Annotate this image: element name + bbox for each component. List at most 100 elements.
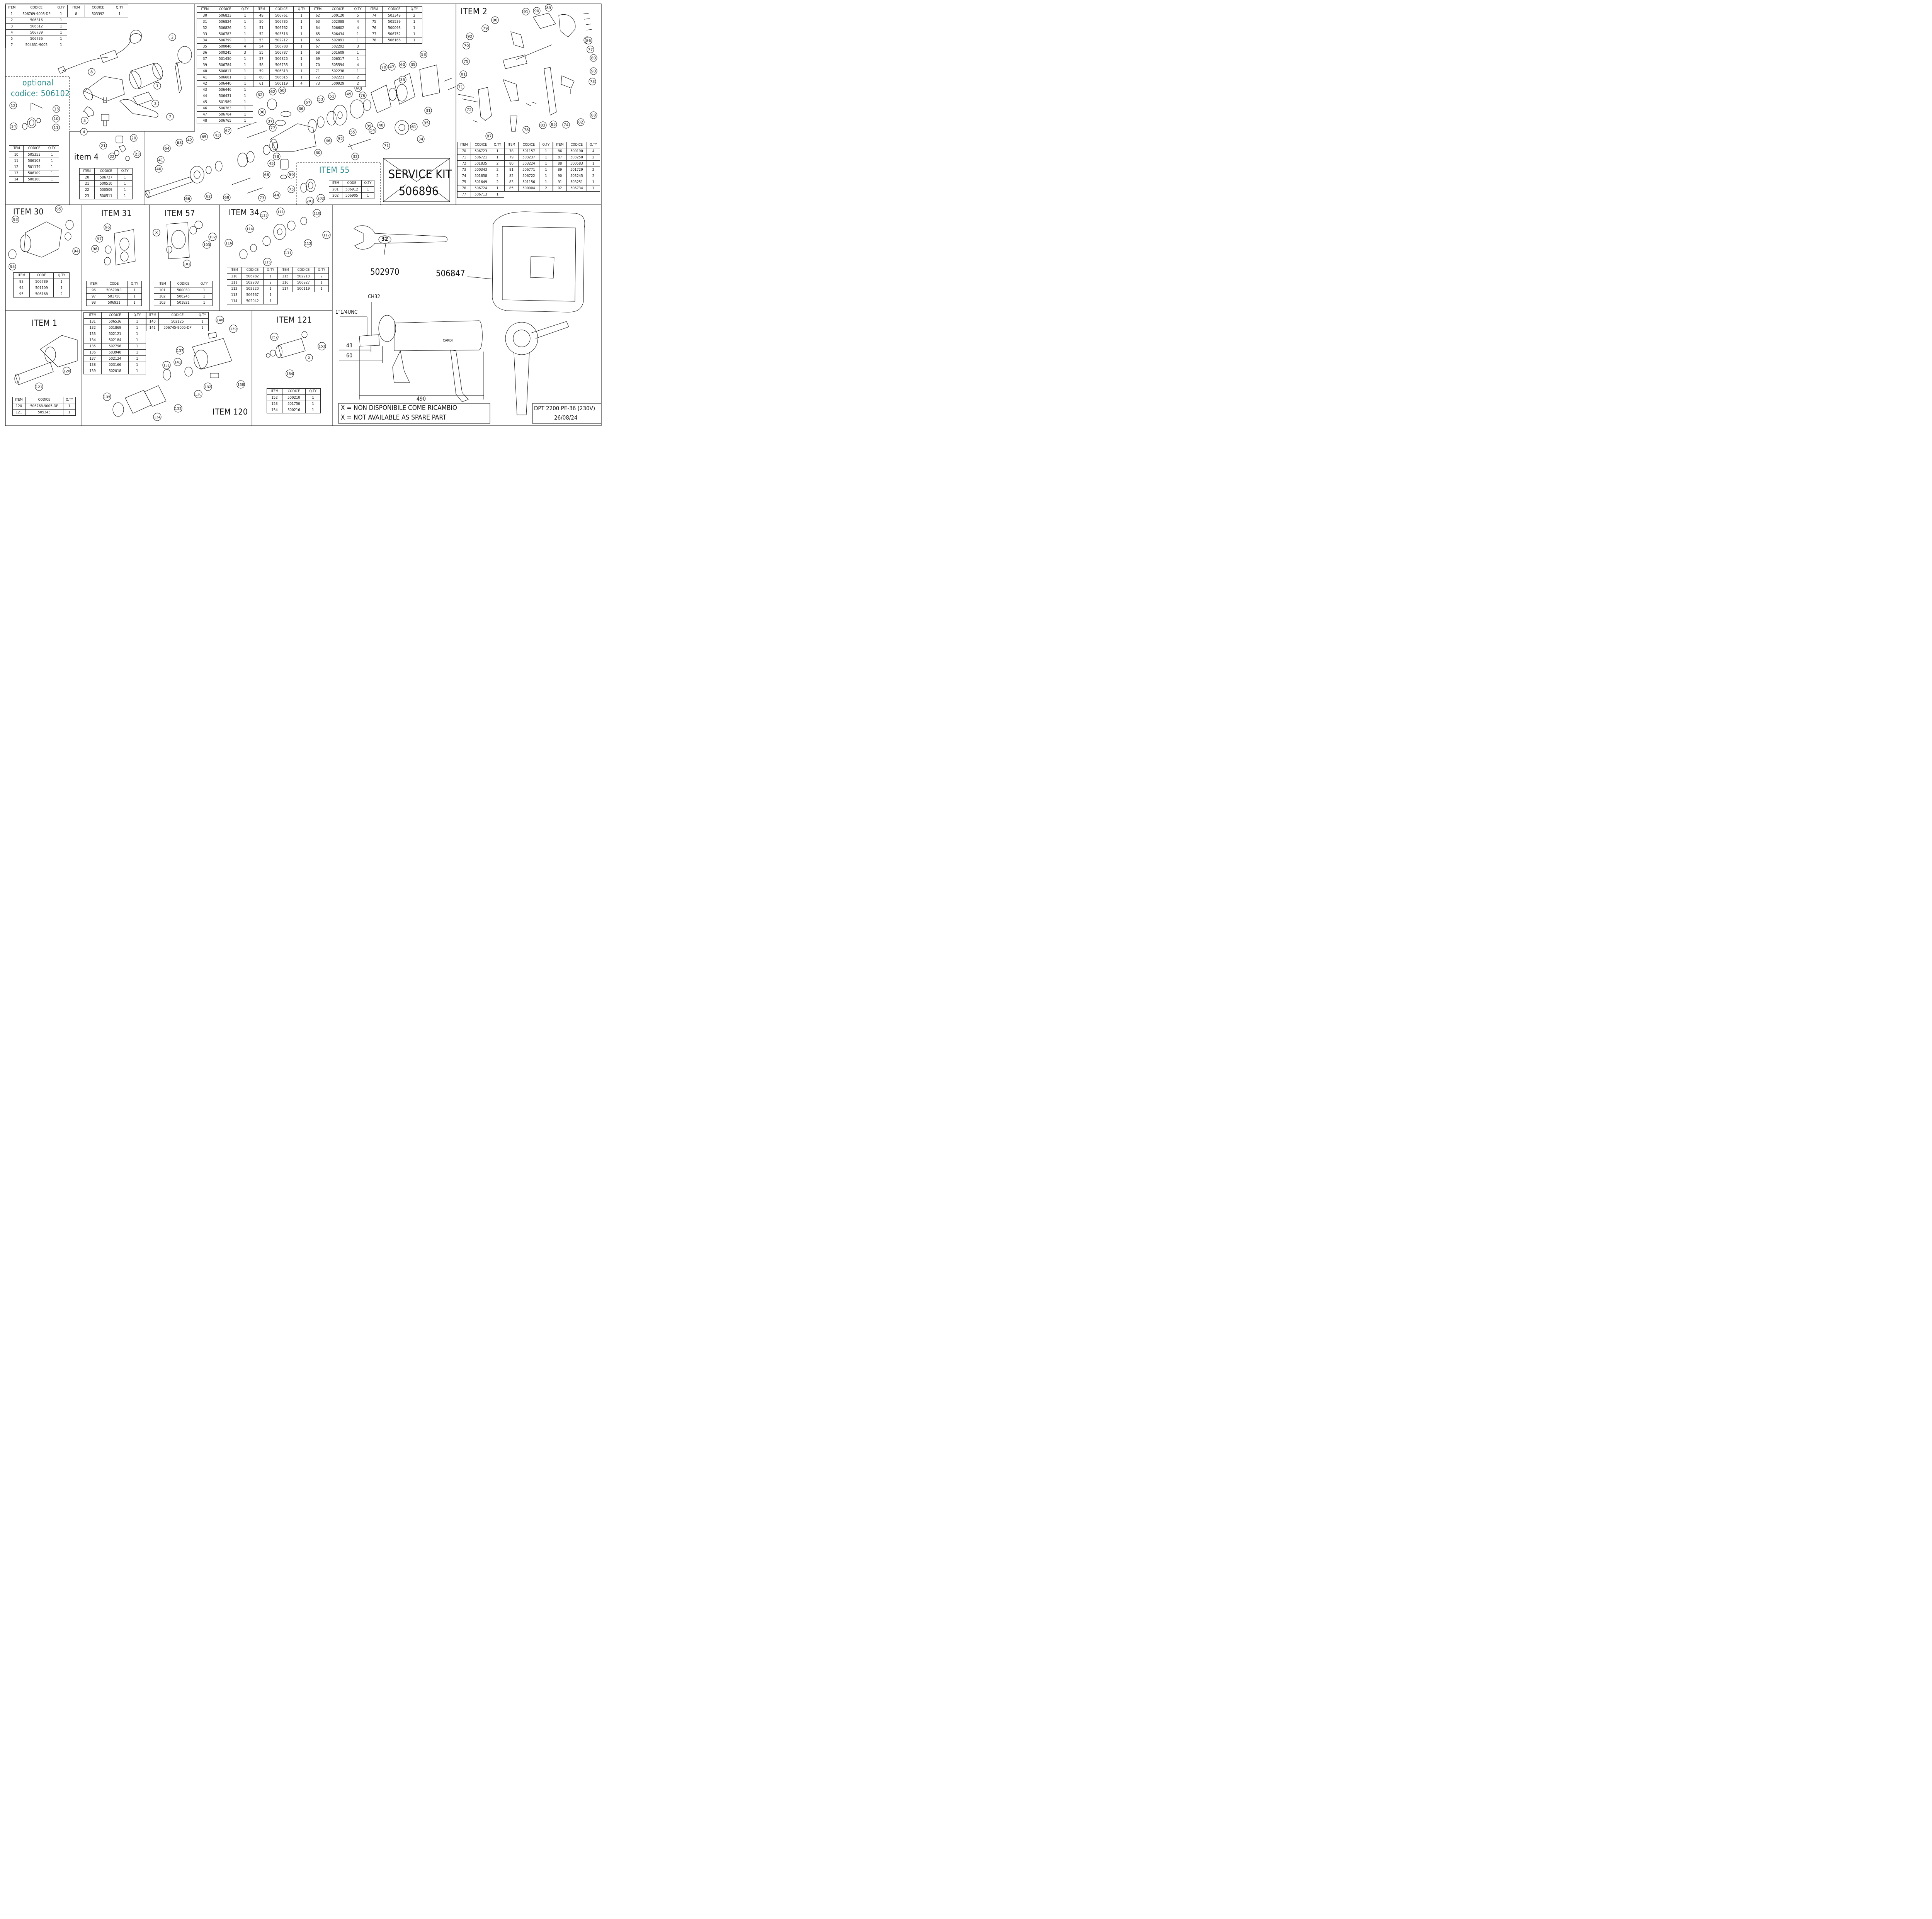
callout-circle [317,95,325,103]
table-cell: 506440 [213,80,238,87]
table-cell: 153 [267,401,282,407]
table-cell: 152 [267,394,282,401]
table-header-cell: ITEM [83,312,102,319]
table-cell: 503237 [518,154,539,161]
table-header-cell: Q.TY [111,5,129,11]
table-cell: 1 [314,279,329,286]
table-cell: 40 [197,68,213,75]
callout-number: 88 [591,114,596,118]
table-cell: 506736 [17,36,55,42]
table-cell: 506769-9005-DP [17,11,55,17]
callout-circle [99,142,107,150]
callout-number: 48 [379,124,384,128]
table-cell: 55 [253,49,270,56]
table-cell: 70 [457,148,471,155]
table-cell: 500190 [566,148,587,155]
callout-number: 47 [389,65,395,70]
table-cell: 506905 [342,192,362,199]
callout-number: 140 [216,319,223,323]
callout-number: 46 [326,139,331,143]
table-cell: 74 [366,12,383,19]
table-cell: 1 [53,285,70,291]
callout-circle [380,63,388,71]
table-cell: 41 [197,74,213,81]
table-cell: 1 [293,43,310,50]
callout-number: 33 [353,155,358,159]
table-header-cell: Q.TY [350,6,366,13]
table-cell: 506109 [23,170,45,177]
callout-number: 66 [185,197,190,201]
table-cell: 2 [586,154,600,161]
table-cell: 50 [253,19,270,25]
callout-number: 11 [54,126,59,130]
table-cell: 71 [310,68,326,75]
table-header-cell: CODICE [85,5,111,11]
callout-circle [10,122,17,130]
table-cell: 500030 [170,287,196,294]
callout-circle [318,342,326,350]
table-cell: 1 [314,286,329,292]
table-cell: 91 [553,179,567,185]
table-cell: 39 [197,62,213,68]
callout-number: 92 [468,35,473,39]
table-header-cell: CODICE [25,397,63,403]
table-cell: 51 [253,25,270,31]
callout-circle [549,121,557,128]
callout-circle [168,33,176,41]
callout-number: 7 [169,115,171,119]
table-cell: 141 [146,325,159,331]
callout-circle [80,128,88,136]
table-cell: 138 [83,362,102,368]
table-cell: 53 [253,37,270,44]
table-cell: 1 [263,286,278,292]
table-cell: 201 [329,186,342,193]
callout-number: 135 [104,396,110,399]
legend-en: X = NOT AVAILABLE AS SPARE PART [341,414,447,422]
table-cell: 505353 [23,151,45,158]
table-cell: 1 [44,176,60,183]
callout-circle [153,82,161,90]
callout-number: 90 [591,70,596,74]
table-cell: 83 [504,179,519,185]
table-cell: 506812 [17,23,55,30]
callout-circle [466,32,474,40]
callout-number: 23 [135,153,140,157]
table-cell: 85 [504,185,519,192]
callout-circle [491,16,499,24]
callout-number: 201 [306,200,313,204]
callout-number: 71 [458,85,463,90]
table-cell: 500046 [213,43,238,50]
table-cell: 60 [253,74,270,81]
table-cell: 506761 [269,12,294,19]
table-cell: 500119 [292,286,315,292]
callout-circle [183,260,191,268]
table-cell: 505539 [382,19,407,25]
callout-number: 136 [195,393,201,397]
callout-circle [266,117,274,125]
legend-it: X = NON DISPONIBILE COME RICAMBIO [341,404,457,412]
callout-number: 55 [350,131,355,135]
callout-number: 71 [384,144,389,148]
callout-circle [522,126,530,134]
table-cell: 500929 [325,80,350,87]
